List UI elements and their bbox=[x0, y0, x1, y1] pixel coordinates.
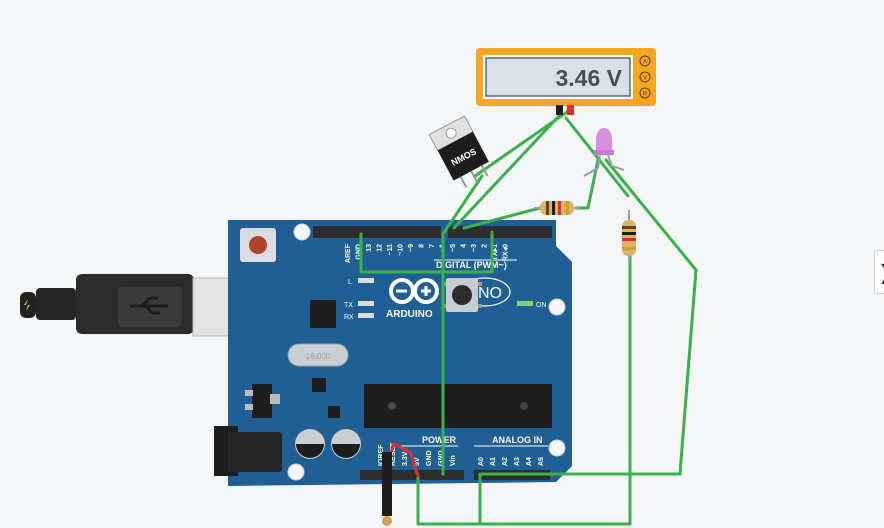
multimeter-reading: 3.46 V bbox=[556, 65, 623, 91]
usb-icon bbox=[130, 296, 168, 315]
multimeter-mode-selector[interactable]: A V R bbox=[639, 55, 651, 99]
mode-label: A bbox=[643, 60, 647, 66]
pin-label: RX◂0 bbox=[503, 244, 510, 261]
wires[interactable] bbox=[359, 108, 698, 526]
probe-black[interactable] bbox=[556, 105, 563, 115]
pin-label: IOREF bbox=[378, 444, 385, 466]
wire-resistor2-to-analog bbox=[478, 254, 632, 526]
small-ic bbox=[312, 378, 326, 392]
multimeter[interactable]: 3.46 V A V R bbox=[476, 48, 656, 115]
wire-resistor1-to-pin5 bbox=[462, 206, 542, 230]
digital-header-left[interactable] bbox=[313, 226, 441, 238]
led-rx bbox=[358, 313, 374, 318]
usb-chip bbox=[310, 300, 336, 328]
pin-label: GND bbox=[426, 450, 433, 466]
pin-label: A4 bbox=[526, 457, 533, 466]
pin-label: A0 bbox=[478, 457, 485, 466]
mode-label: R bbox=[643, 92, 648, 98]
wire-resistor1-to-led bbox=[574, 158, 600, 210]
pin-label: ~10 bbox=[398, 244, 405, 256]
mode-dial[interactable] bbox=[639, 87, 651, 99]
pin-label: ~5 bbox=[450, 244, 457, 252]
pin-label: ~3 bbox=[471, 244, 478, 252]
led[interactable] bbox=[583, 128, 625, 177]
atmega-chip bbox=[364, 384, 552, 428]
resistor-1[interactable] bbox=[534, 201, 580, 215]
mode-dial[interactable] bbox=[639, 55, 651, 67]
voltage-regulator bbox=[245, 384, 280, 418]
analog-pin-labels: A0 A1 A2 A3 A4 A5 bbox=[478, 457, 545, 466]
pin-label: RESET bbox=[390, 442, 397, 466]
dc-jack[interactable] bbox=[214, 426, 282, 476]
jumper-probe[interactable] bbox=[382, 452, 392, 526]
digital-header-right[interactable] bbox=[448, 226, 552, 238]
probe-red[interactable] bbox=[567, 105, 574, 115]
power-header[interactable] bbox=[360, 470, 464, 480]
arduino-logo bbox=[389, 277, 439, 305]
pin-label: A5 bbox=[538, 457, 545, 466]
arduino-brand: ARDUINO bbox=[386, 309, 433, 320]
wire-pin13-loop bbox=[359, 230, 494, 274]
on-label: ON bbox=[536, 302, 547, 309]
pin-label: TX▸1 bbox=[492, 244, 499, 260]
pin-label: 4 bbox=[461, 244, 468, 248]
wire-led-to-right bbox=[478, 158, 698, 476]
pin-label: Vin bbox=[450, 455, 457, 466]
pin-label: 8 bbox=[419, 244, 426, 248]
led-l bbox=[358, 278, 374, 283]
mode-label: V bbox=[643, 76, 647, 82]
pin-label: 5V bbox=[414, 457, 421, 466]
crystal: 16.000 bbox=[287, 343, 349, 367]
pin-label: A1 bbox=[490, 457, 497, 466]
wire-multimeter-to-pin7 bbox=[452, 114, 561, 230]
pin-label: 3.3V bbox=[402, 451, 409, 466]
led-rx-label: RX bbox=[344, 314, 354, 321]
led-tx-label: TX bbox=[344, 302, 353, 309]
pin-label: 12 bbox=[377, 244, 384, 252]
power-label: POWER bbox=[422, 435, 457, 445]
capacitors bbox=[295, 429, 361, 459]
wire-mosfet-drain-to-led bbox=[473, 108, 572, 178]
pin-label: AREF bbox=[345, 243, 352, 263]
on-led bbox=[517, 301, 533, 306]
pin-label: ~9 bbox=[408, 244, 415, 252]
mode-dial[interactable] bbox=[639, 71, 651, 83]
pin-label: 7 bbox=[429, 244, 436, 248]
digital-header-label: DIGITAL (PWM~) bbox=[436, 260, 507, 270]
tiny-ic bbox=[328, 406, 340, 418]
pushbutton[interactable] bbox=[442, 278, 482, 312]
pin-label: GND bbox=[356, 244, 363, 260]
arduino-model: NO bbox=[478, 285, 502, 302]
led-l-label: L bbox=[348, 279, 352, 286]
wire-mosfet-to-gnd bbox=[441, 174, 484, 476]
pin-label: A3 bbox=[514, 457, 521, 466]
pin-label: 2 bbox=[482, 244, 489, 248]
reset-button[interactable] bbox=[240, 228, 276, 262]
resistor-2[interactable] bbox=[622, 210, 636, 262]
wire-multimeter-to-resistor2 bbox=[564, 116, 630, 198]
pin-label: ~11 bbox=[387, 244, 394, 256]
chevron-right-icon[interactable]: ❯ bbox=[874, 250, 884, 294]
pin-label: 13 bbox=[366, 244, 373, 252]
nmos-transistor[interactable]: NMOS bbox=[428, 115, 494, 191]
power-bolt-icon bbox=[24, 299, 30, 311]
wire-gnd-loop bbox=[416, 474, 482, 526]
led-tx bbox=[358, 301, 374, 306]
pin-label: A2 bbox=[502, 457, 509, 466]
analog-label: ANALOG IN bbox=[492, 435, 543, 445]
svg-text:16.000: 16.000 bbox=[306, 352, 331, 361]
